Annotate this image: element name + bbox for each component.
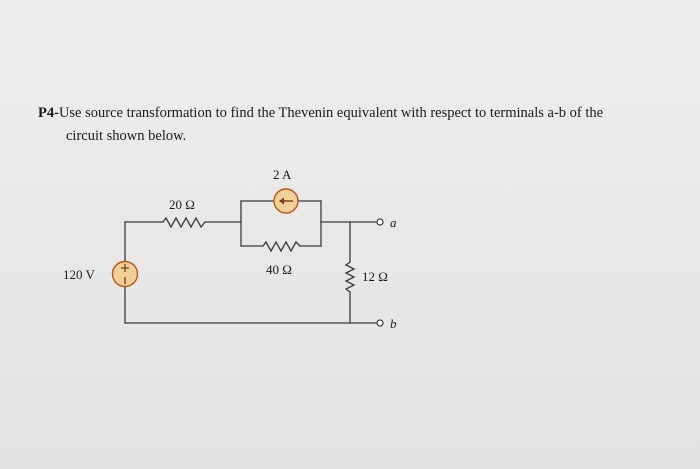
voltage-source-circle (111, 260, 139, 288)
problem-statement-line-1: P4-Use source transformation to find the… (38, 105, 603, 122)
problem-statement-line-2: circuit shown below. (66, 128, 187, 144)
resistor-40-ohm (262, 240, 301, 253)
voltage-source-label: 120 V (63, 267, 96, 282)
plus-icon (121, 264, 129, 272)
current-source-label: 2 A (273, 167, 292, 182)
terminal-a-label: a (390, 215, 397, 230)
wires (124, 200, 378, 324)
arrow-left-icon (279, 197, 284, 205)
current-source (273, 188, 299, 214)
problem-number: P4- (38, 105, 59, 121)
resistor-20-ohm (162, 216, 206, 229)
terminal-a-node (376, 218, 384, 226)
terminal-b-label: b (390, 316, 397, 331)
resistor-20-label: 20 Ω (169, 197, 195, 212)
resistor-12-ohm (344, 261, 356, 293)
resistor-40-label: 40 Ω (266, 262, 292, 277)
terminal-b-node (376, 319, 384, 327)
resistor-12-label: 12 Ω (362, 269, 388, 284)
problem-text-1: Use source transformation to find the Th… (58, 105, 604, 121)
voltage-source (111, 260, 139, 288)
